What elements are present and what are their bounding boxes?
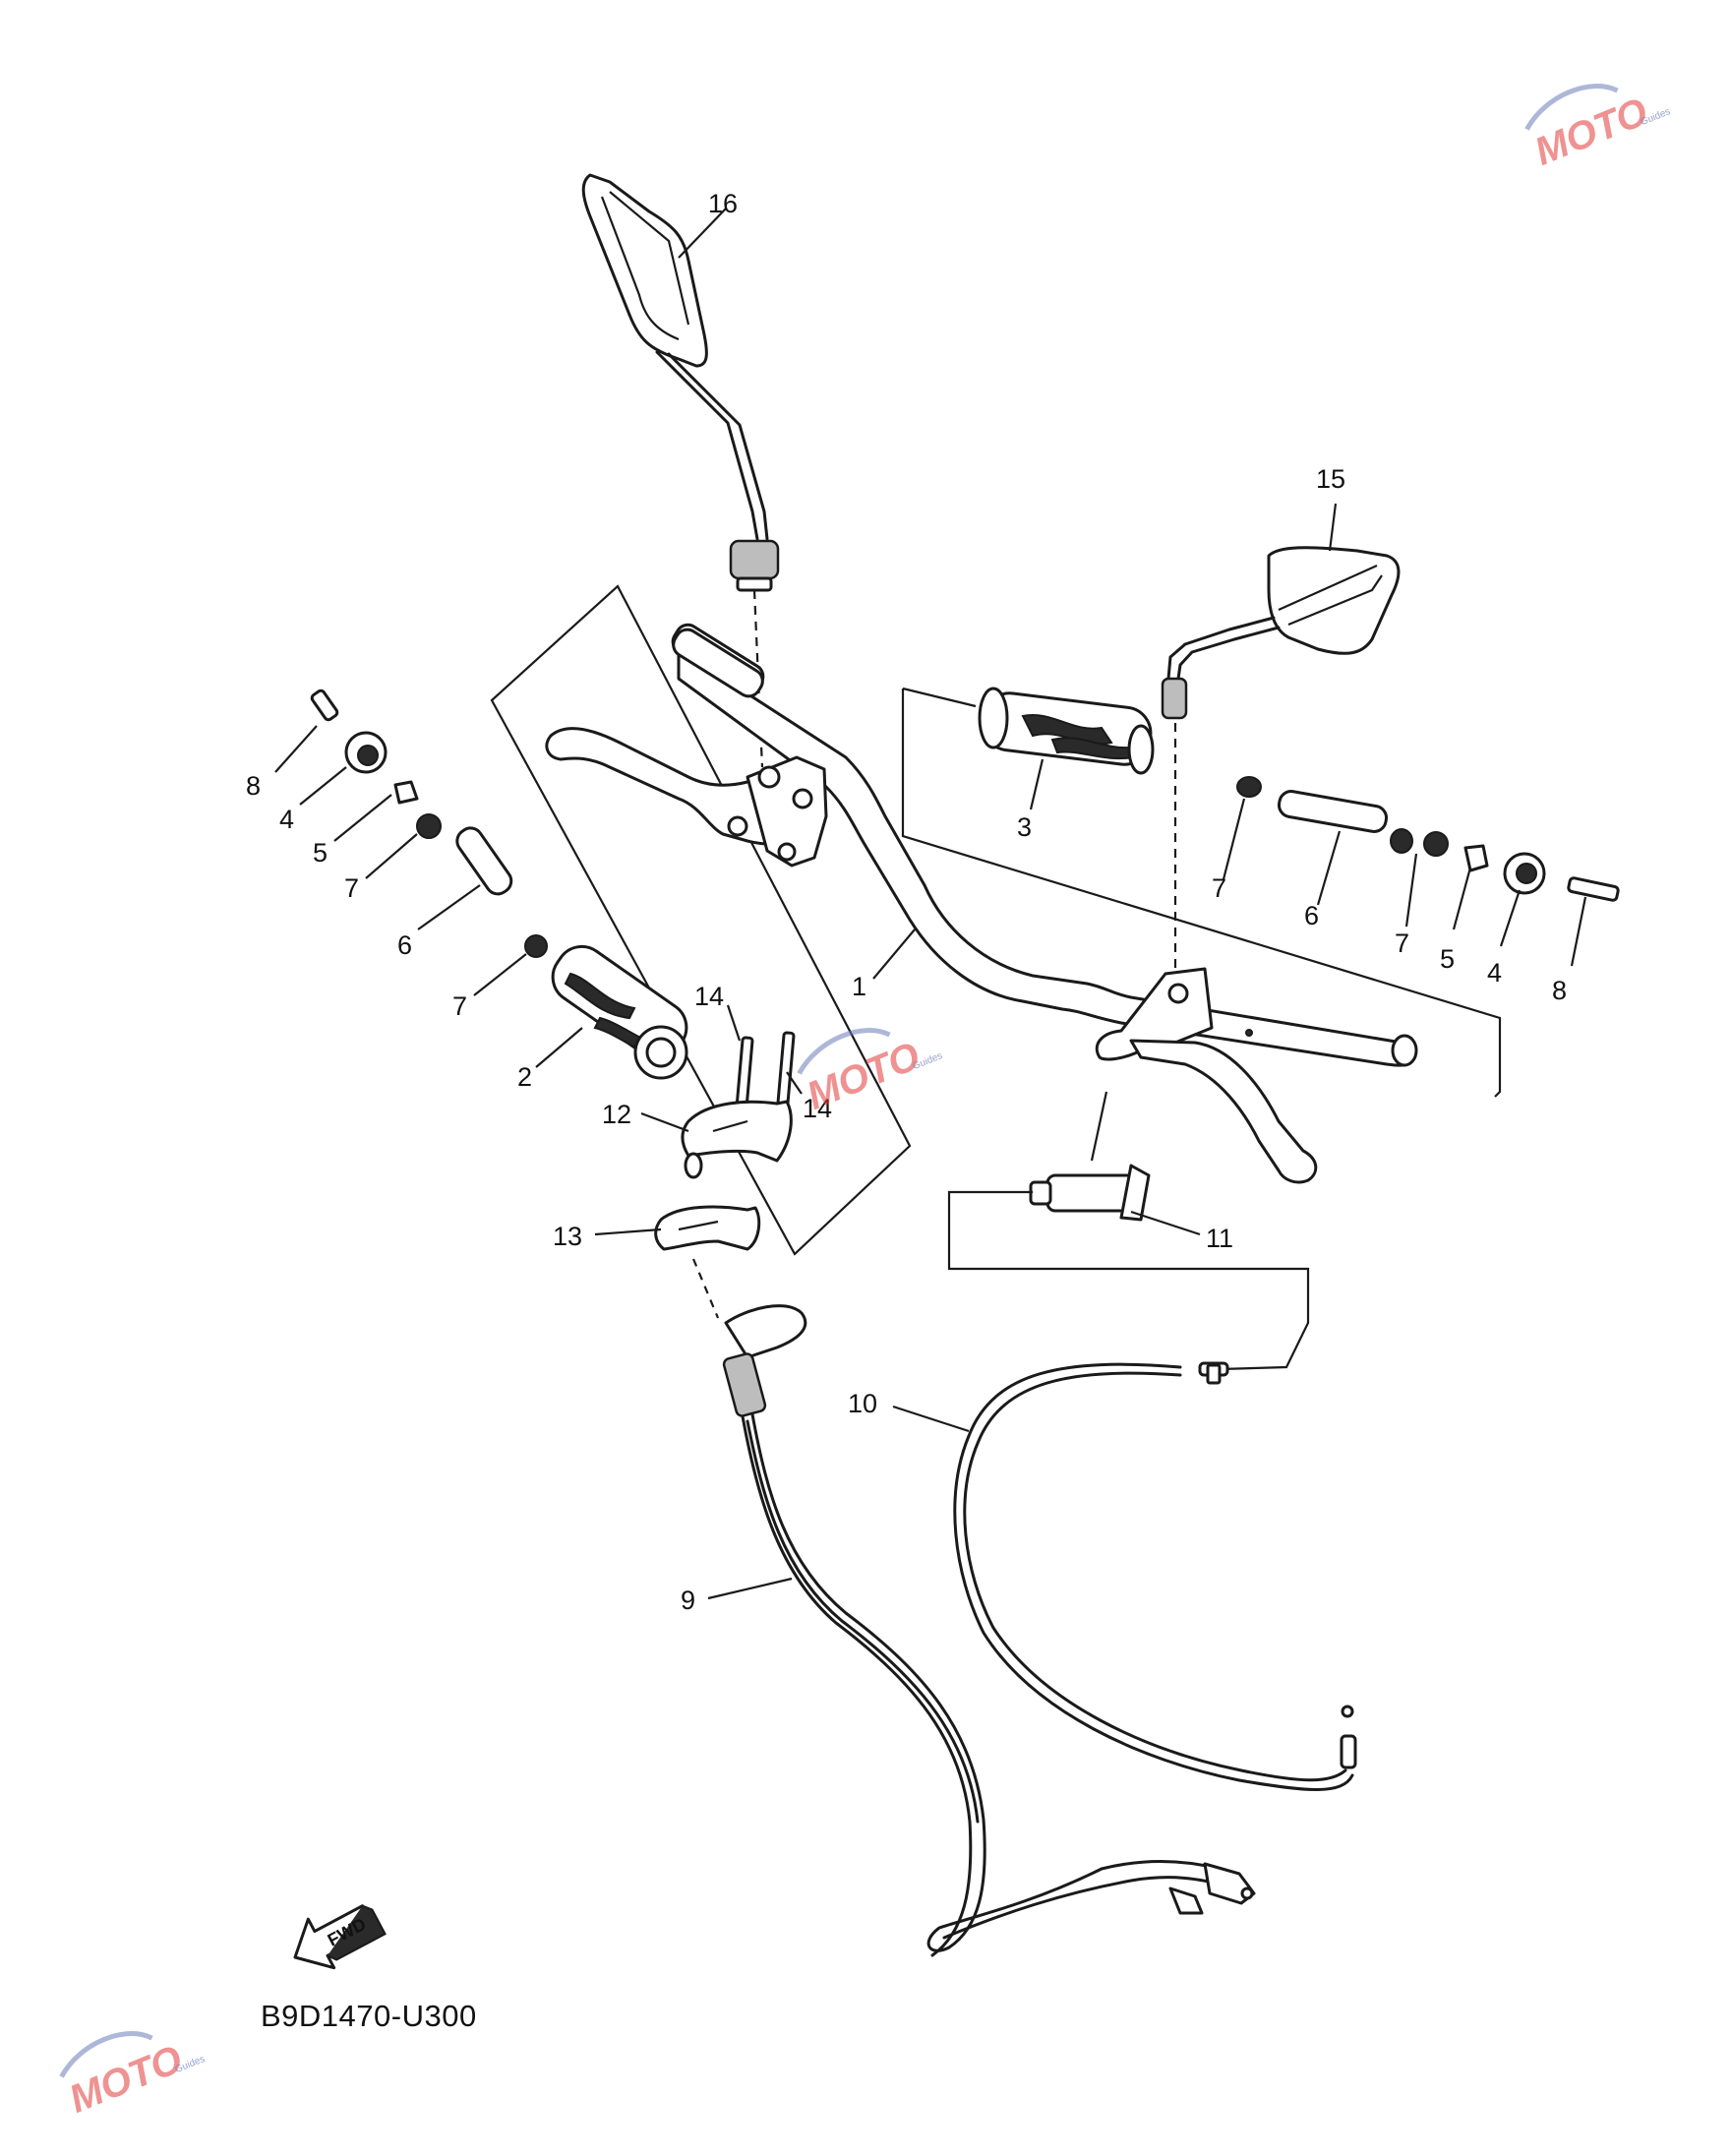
callout-14: 14 (694, 982, 724, 1011)
callout-6: 6 (397, 930, 412, 960)
left-small-parts (310, 689, 548, 958)
callout-6: 6 (1304, 901, 1319, 930)
callout-3: 3 (1017, 812, 1032, 842)
clutch-cable (953, 1361, 1357, 1791)
callout-8: 8 (246, 771, 261, 801)
callout-7: 7 (344, 873, 359, 903)
grip-left (551, 944, 688, 1080)
grip-right (978, 687, 1155, 775)
clutch-switch (1029, 1164, 1151, 1222)
callout-7: 7 (452, 991, 467, 1021)
watermark-logo: MOTO Guides (797, 1028, 944, 1118)
assembly-box-right (901, 689, 1502, 1098)
callout-10: 10 (848, 1389, 877, 1418)
callout-4: 4 (1487, 958, 1502, 988)
callout-1: 1 (852, 972, 866, 1001)
throttle-cables (722, 1304, 1256, 1957)
callout-12: 12 (602, 1100, 631, 1129)
watermark-logo: MOTO Guides (59, 2031, 207, 2122)
callout-8: 8 (1552, 976, 1567, 1005)
callout-2: 2 (517, 1062, 532, 1092)
leader-lines (274, 208, 1587, 1600)
callout-16: 16 (708, 189, 738, 218)
callout-7: 7 (1395, 928, 1409, 958)
fwd-arrow-icon: FWD (293, 1904, 387, 1970)
mirror-left (581, 173, 780, 768)
throttle-housing-upper (681, 1100, 793, 1179)
callout-5: 5 (313, 838, 328, 868)
throttle-housing-lower (654, 1205, 761, 1251)
watermark-logo: MOTO Guides (1524, 84, 1672, 174)
callout-15: 15 (1316, 464, 1345, 494)
right-small-parts (1236, 776, 1620, 902)
mirror-right (1161, 546, 1401, 969)
diagram-code: B9D1470-U300 (261, 1999, 477, 2033)
screws (735, 1031, 796, 1113)
switch-box (947, 1190, 1310, 1371)
callout-14: 14 (803, 1094, 832, 1123)
callout-5: 5 (1440, 944, 1455, 974)
callouts: 16 15 3 7 6 7 5 4 8 1 8 4 5 7 6 7 2 14 1… (246, 189, 1567, 1615)
callout-9: 9 (681, 1586, 695, 1615)
callout-11: 11 (1206, 1224, 1233, 1253)
callout-4: 4 (279, 805, 294, 834)
callout-13: 13 (553, 1222, 582, 1251)
clutch-lever-left (545, 628, 828, 868)
callout-7: 7 (1212, 873, 1226, 903)
brake-lever-right (1095, 967, 1318, 1184)
assembly-box-left (490, 584, 912, 1256)
